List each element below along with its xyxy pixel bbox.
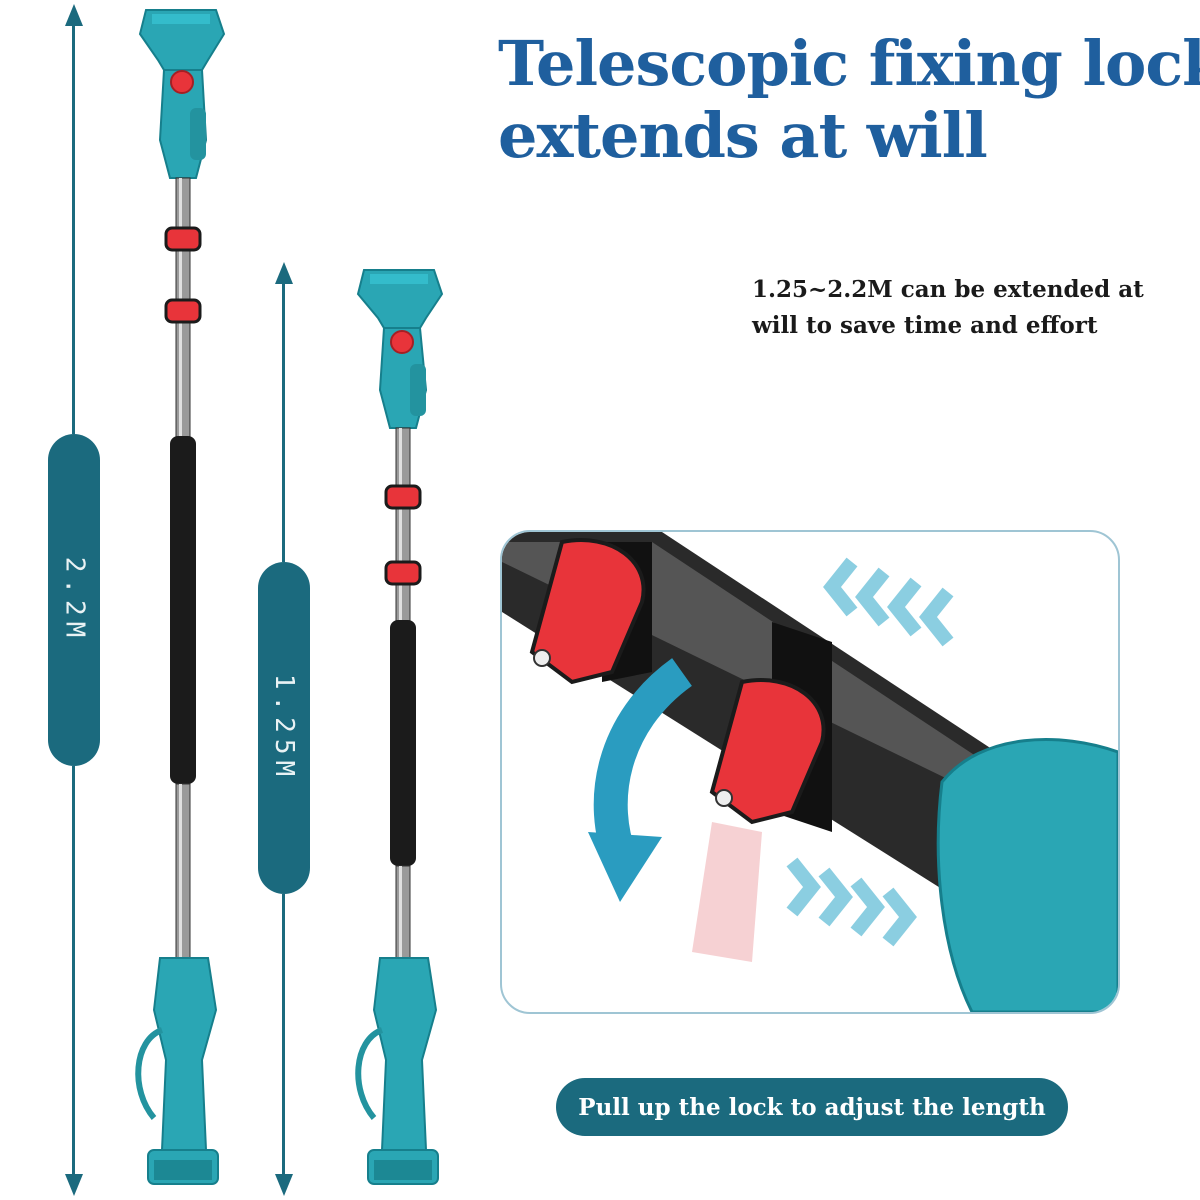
page-title-line-2: extends at will — [498, 99, 988, 172]
long-dimension-label: 2.2M — [59, 556, 89, 644]
short-dimension-label: 1.25M — [269, 673, 299, 783]
short-dimension-badge: 1.25M — [258, 562, 310, 894]
long-dimension-arrow-bottom — [65, 1174, 83, 1196]
instruction-text: Pull up the lock to adjust the length — [578, 1093, 1046, 1121]
lock-closeup-panel — [500, 530, 1120, 1014]
long-dimension-arrow-top — [65, 4, 83, 26]
short-dimension-arrow-top — [275, 262, 293, 284]
page-title: Telescopic fixing lock extends at will — [498, 27, 1200, 172]
page-title-line-1: Telescopic fixing lock — [498, 27, 1200, 100]
short-dimension-line-top — [282, 282, 285, 562]
long-dimension-line-bottom — [72, 766, 75, 1178]
long-dimension-badge: 2.2M — [48, 434, 100, 766]
short-dimension-line-bottom — [282, 894, 285, 1178]
description: 1.25~2.2M can be extended at will to sav… — [752, 272, 1172, 344]
retracted-pole-saw-image — [355, 269, 444, 1185]
short-dimension-arrow-bottom — [275, 1174, 293, 1196]
description-line-2: will to save time and effort — [752, 312, 1098, 339]
instruction-badge: Pull up the lock to adjust the length — [556, 1078, 1068, 1136]
extended-pole-saw-image — [135, 9, 226, 1185]
lock-closeup-image — [502, 532, 1118, 1012]
long-dimension-line-top — [72, 24, 75, 434]
description-line-1: 1.25~2.2M can be extended at — [752, 276, 1144, 303]
